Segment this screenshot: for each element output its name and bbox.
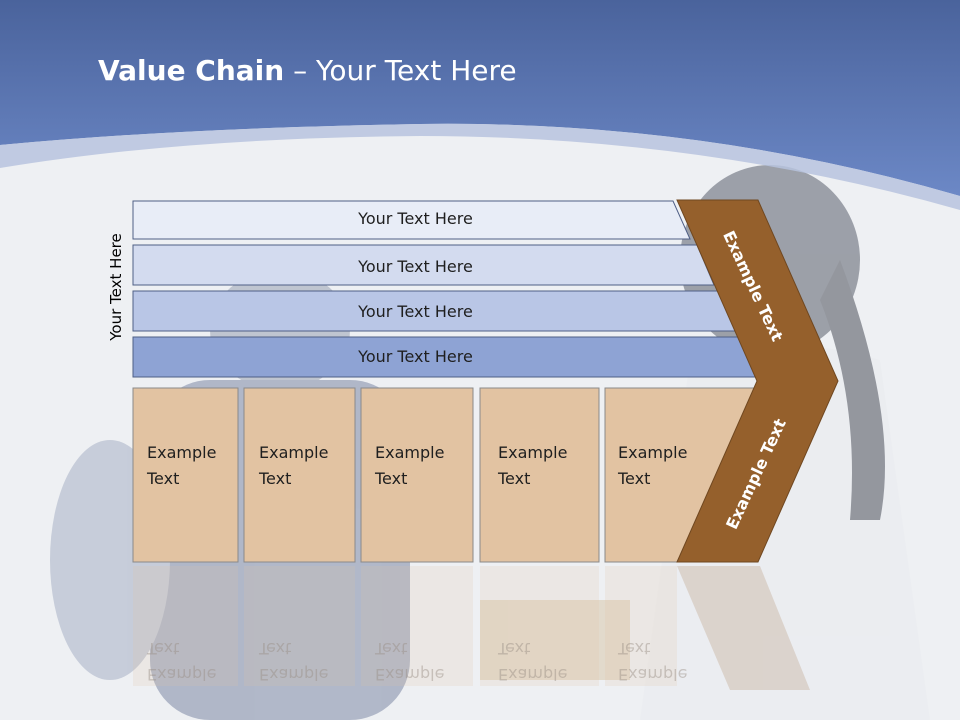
reflection-label-3: Example Text bbox=[375, 639, 445, 684]
slide-title: Value Chain – Your Text Here bbox=[98, 54, 517, 87]
primary-box-label-1: Example Text bbox=[147, 443, 217, 488]
primary-box-label-4: Example Text bbox=[498, 443, 568, 488]
support-bar-2 bbox=[132, 244, 715, 286]
reflection-label-1: Example Text bbox=[147, 639, 217, 684]
reflection-label-2: Example Text bbox=[259, 639, 329, 684]
reflection-label-4: Example Text bbox=[498, 639, 568, 684]
primary-box-1 bbox=[132, 387, 239, 563]
support-bar-label-1: Your Text Here bbox=[358, 209, 473, 228]
support-bar-label-3: Your Text Here bbox=[358, 302, 473, 321]
support-bar-label-2: Your Text Here bbox=[358, 257, 473, 276]
primary-box-label-5: Example Text bbox=[618, 443, 688, 488]
primary-box-label-3: Example Text bbox=[375, 443, 445, 488]
support-bar-label-4: Your Text Here bbox=[358, 347, 473, 366]
header-swoosh bbox=[0, 123, 960, 210]
primary-box-4 bbox=[479, 387, 600, 563]
primary-box-2 bbox=[243, 387, 356, 563]
primary-box-label-2: Example Text bbox=[259, 443, 329, 488]
margin-chevron bbox=[676, 199, 839, 563]
header-band bbox=[0, 0, 960, 196]
support-bar-1 bbox=[132, 200, 691, 240]
primary-box-3 bbox=[360, 387, 474, 563]
reflection-label-5: Example Text bbox=[618, 639, 688, 684]
